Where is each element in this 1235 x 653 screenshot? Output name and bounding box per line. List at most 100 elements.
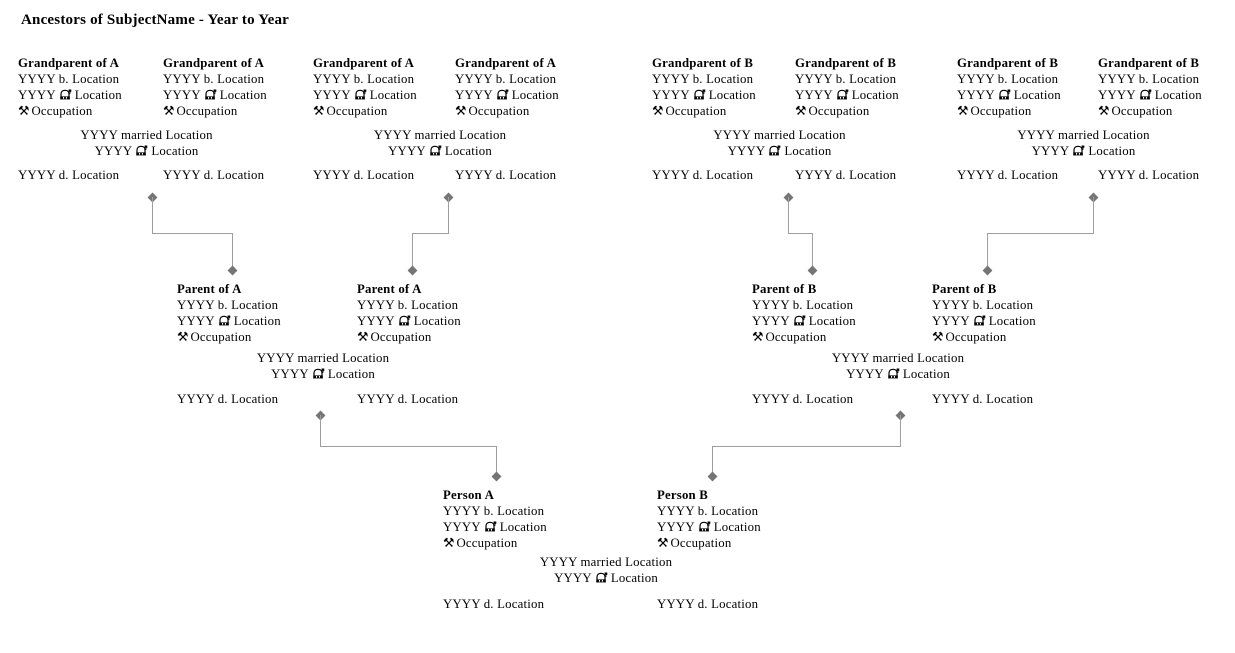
church-icon (218, 315, 231, 326)
occupation-row: ⚒Occupation (18, 103, 122, 119)
occupation-label: Occupation (456, 536, 518, 550)
church-icon (312, 368, 325, 379)
connector-node-diamond (407, 265, 418, 276)
christening-place: Location (219, 88, 267, 102)
person-name: Parent of B (752, 282, 817, 296)
birth-row: YYYY b. Location (657, 504, 759, 518)
death-row: YYYY d. Location (357, 392, 459, 406)
hammer-pick-icon: ⚒ (932, 330, 944, 345)
person-name: Grandparent of B (795, 56, 897, 70)
christening-place: Location (511, 88, 559, 102)
church-icon (135, 145, 148, 156)
connector-line (320, 415, 321, 446)
occupation-label: Occupation (670, 536, 732, 550)
person-name: Grandparent of B (957, 56, 1059, 70)
marriage-line: YYYY married Location (539, 555, 673, 569)
occupation-row: ⚒Occupation (652, 103, 756, 119)
christening-row: YYYY Location (163, 87, 267, 103)
hammer-pick-icon: ⚒ (177, 330, 189, 345)
person-name: Grandparent of B (1098, 56, 1200, 70)
marriage-year: YYYY (1031, 144, 1070, 158)
occupation-row: ⚒Occupation (163, 103, 267, 119)
christening-place: Location (1154, 88, 1202, 102)
christening-year: YYYY (455, 88, 493, 102)
birth-row: YYYY b. Location (313, 72, 415, 86)
occupation-row: ⚒Occupation (1098, 103, 1202, 119)
church-icon (496, 89, 509, 100)
christening-place: Location (988, 314, 1036, 328)
birth-row: YYYY b. Location (932, 298, 1034, 312)
hammer-pick-icon: ⚒ (443, 536, 455, 551)
christening-year: YYYY (443, 520, 481, 534)
marriage-line: YYYY married Location (713, 128, 846, 142)
occupation-row: ⚒Occupation (313, 103, 417, 119)
occupation-row: ⚒Occupation (357, 329, 461, 345)
person-name: Parent of A (177, 282, 242, 296)
hammer-pick-icon: ⚒ (163, 104, 175, 119)
hammer-pick-icon: ⚒ (957, 104, 969, 119)
christening-year: YYYY (163, 88, 201, 102)
death-row: YYYY d. Location (932, 392, 1034, 406)
marriage-year: YYYY (388, 144, 426, 158)
church-icon (429, 145, 442, 156)
hammer-pick-icon: ⚒ (357, 330, 369, 345)
occupation-row: ⚒Occupation (177, 329, 281, 345)
marriage-place: Location (902, 367, 950, 381)
birth-row: YYYY b. Location (18, 72, 120, 86)
connector-line (900, 415, 901, 446)
connector-line (812, 233, 813, 270)
death-row: YYYY d. Location (657, 597, 759, 611)
christening-year: YYYY (357, 314, 395, 328)
church-icon (768, 145, 781, 156)
person-name: Parent of B (932, 282, 997, 296)
church-icon (793, 315, 806, 326)
christening-year: YYYY (18, 88, 56, 102)
marriage-line: YYYY married Location (831, 351, 965, 365)
birth-row: YYYY b. Location (177, 298, 279, 312)
occupation-label: Occupation (31, 104, 93, 118)
occupation-row: ⚒Occupation (752, 329, 856, 345)
occupation-label: Occupation (190, 330, 252, 344)
christening-place: Location (233, 314, 281, 328)
person-name: Grandparent of A (455, 56, 557, 70)
birth-row: YYYY b. Location (455, 72, 557, 86)
marriage-year: YYYY (271, 367, 309, 381)
birth-row: YYYY b. Location (752, 298, 854, 312)
birth-row: YYYY b. Location (443, 504, 545, 518)
person-name: Grandparent of A (313, 56, 415, 70)
connector-line (712, 446, 713, 476)
death-row: YYYY d. Location (795, 168, 897, 182)
person-name: Parent of A (357, 282, 422, 296)
connector-line (1093, 197, 1094, 233)
church-icon (836, 89, 849, 100)
connector-line (496, 446, 497, 476)
church-icon (398, 315, 411, 326)
church-icon (1139, 89, 1152, 100)
death-row: YYYY d. Location (1098, 168, 1200, 182)
connector-node-diamond (807, 265, 818, 276)
death-row: YYYY d. Location (455, 168, 557, 182)
occupation-row: ⚒Occupation (957, 103, 1061, 119)
christening-place: Location (808, 314, 856, 328)
occupation-label: Occupation (468, 104, 530, 118)
connector-line (788, 233, 813, 234)
